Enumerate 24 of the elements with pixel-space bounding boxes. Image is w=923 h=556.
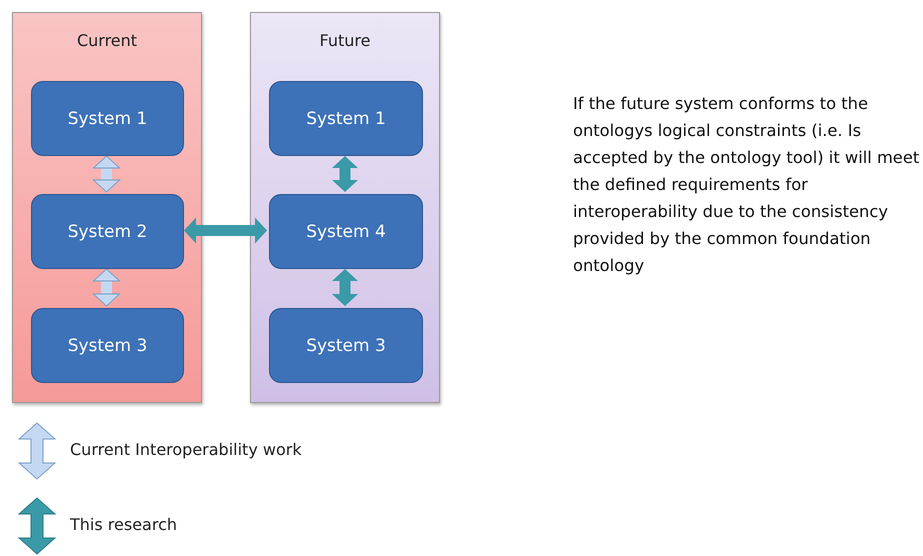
panel-title: Future bbox=[318, 31, 372, 50]
system-box bbox=[269, 194, 423, 269]
double-arrow bbox=[184, 218, 267, 244]
double-arrow bbox=[332, 269, 358, 306]
group-panel bbox=[12, 12, 202, 403]
group-panel bbox=[250, 12, 440, 403]
legend-text: Current Interoperability work bbox=[70, 440, 302, 459]
legend-text: This research bbox=[70, 515, 177, 534]
note-text: If the future system conforms to the ontologys logical constraints (i.e. Is accepted by the ontology tool) it will meet the defined requirements for interoperability due to the consistency provided by the common foundation ontology bbox=[573, 93, 920, 277]
system-label: System 1 bbox=[306, 108, 386, 128]
system-label: System 4 bbox=[306, 222, 386, 242]
system-box bbox=[31, 308, 184, 383]
panel-title: Current bbox=[76, 31, 138, 50]
system-label: System 1 bbox=[68, 108, 148, 128]
double-arrow bbox=[332, 156, 358, 192]
system-box bbox=[31, 81, 184, 156]
double-arrow bbox=[93, 268, 120, 306]
system-label: System 3 bbox=[306, 336, 386, 356]
system-box bbox=[269, 308, 423, 383]
system-box bbox=[31, 194, 184, 269]
double-arrow bbox=[93, 156, 120, 192]
system-box bbox=[269, 81, 423, 156]
system-label: System 2 bbox=[68, 222, 148, 242]
system-label: System 3 bbox=[68, 336, 148, 356]
